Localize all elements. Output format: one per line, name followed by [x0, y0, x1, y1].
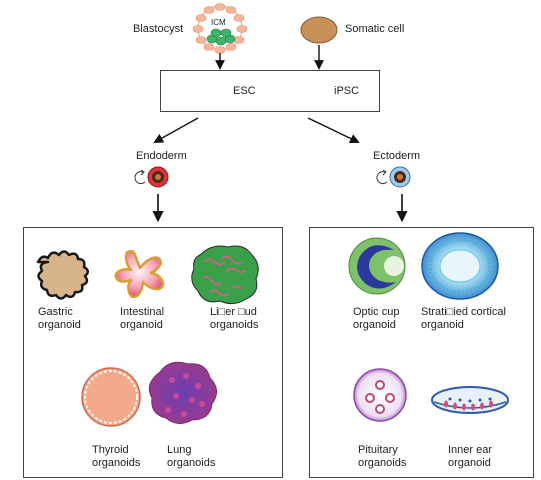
icm-label: ICM: [211, 18, 226, 27]
endoderm-organoid-box: [23, 227, 283, 478]
blastocyst-label: Blastocyst: [133, 23, 184, 35]
somatic-cell-label: Somatic cell: [345, 23, 405, 35]
ipsc-label: iPSC: [334, 85, 360, 97]
somatic-cell-icon: [300, 16, 338, 44]
blastocyst-icon: [192, 3, 248, 54]
endoderm-cell-icon: [147, 166, 169, 188]
self-renewal-icon: [376, 171, 388, 185]
ectoderm-label: Ectoderm: [373, 150, 421, 162]
self-renewal-icon: [134, 171, 146, 185]
ectoderm-cell-icon: [389, 166, 411, 188]
stem-cell-box: [160, 70, 380, 112]
esc-label: ESC: [233, 85, 256, 97]
endoderm-label: Endoderm: [136, 150, 187, 162]
ectoderm-organoid-box: [309, 227, 534, 478]
